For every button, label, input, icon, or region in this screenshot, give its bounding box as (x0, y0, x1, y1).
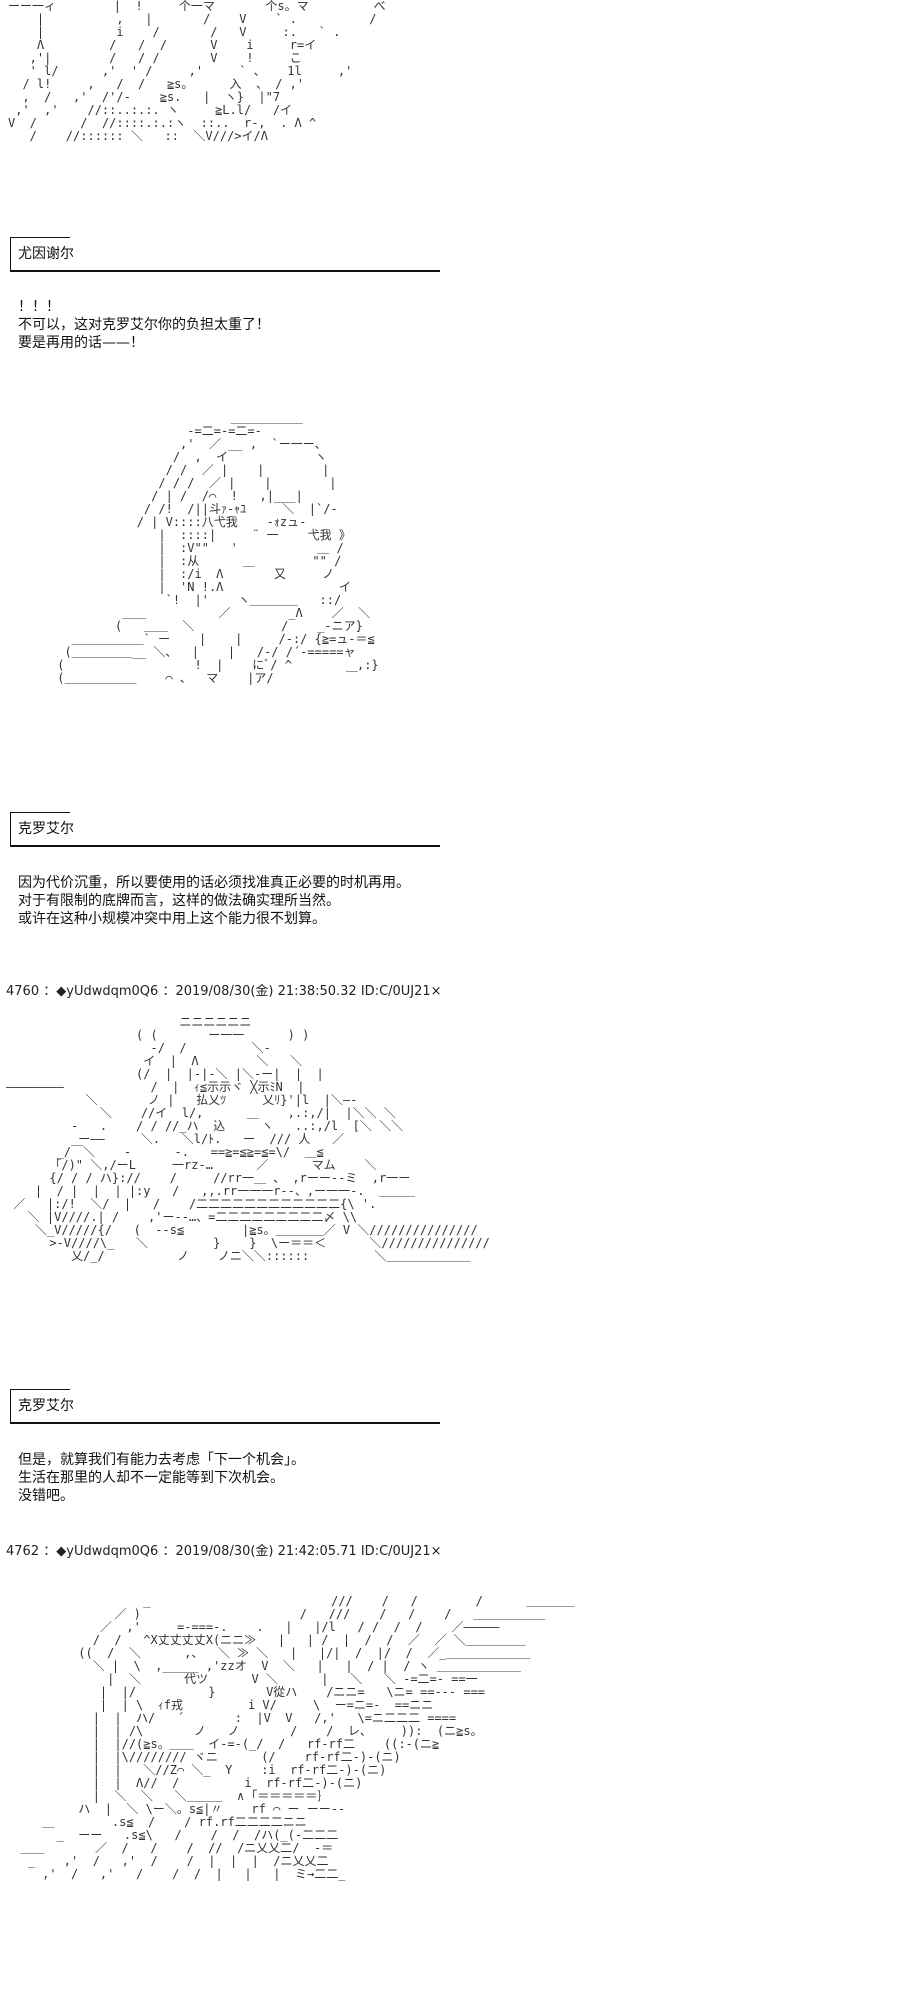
ascii-art-angel-scene: ニニニニニニ ( ( ー一一 ) ) -/ / ＼- イ | Λ ＼ ＼ (/ … (6, 1016, 490, 1263)
dialogue-line: 不可以，这对克罗艾尔你的负担太重了！ (18, 317, 270, 333)
dialogue-block: ！！！ 不可以，这对克罗艾尔你的负担太重了！ 要是再用的话——！ (18, 298, 270, 352)
speaker-name: 克罗艾尔 (18, 1398, 74, 1414)
post-number[interactable]: 4760 (6, 984, 40, 999)
speaker-name: 尤因谢尔 (18, 246, 74, 262)
dialogue-line: 没错吧。 (18, 1488, 74, 1504)
post-number[interactable]: 4762 (6, 1544, 40, 1559)
post-header: 4762 ：◆yUdwdqm0Q6 ：2019/08/30(金) 21:42:0… (6, 1544, 442, 1560)
post-separator: ： (43, 1544, 57, 1559)
post-id: ID:C/0UJ21× (360, 1544, 442, 1559)
dialogue-line: 对于有限制的底牌而言，这样的做法确实理所当然。 (18, 893, 340, 909)
speaker-box: 克罗艾尔 (10, 812, 440, 848)
ascii-art-character: ＿＿＿＿＿＿ -=二=-=二=- ,' ／ __ , `ー一ー、 / , イ ヽ… (57, 412, 379, 685)
ascii-art-top: ーー一ィ | ! 个一マ 个s。マ べ | , | / V ` . / | i … (8, 0, 386, 143)
dialogue-block: 因为代价沉重，所以要使用的话必须找准真正必要的时机再用。 对于有限制的底牌而言，… (18, 874, 410, 928)
post-id: ID:C/0UJ21× (360, 984, 442, 999)
post-separator: ： (43, 984, 57, 999)
ascii-art-winged-character: _ /// / / / ＿＿＿＿ ／ ) / /// / / / ＿＿＿＿＿＿ … (20, 1595, 575, 1881)
speaker-name: 克罗艾尔 (18, 821, 74, 837)
dialogue-line: 生活在那里的人却不一定能等到下次机会。 (18, 1470, 284, 1486)
post-tripcode: ◆yUdwdqm0Q6 (56, 984, 159, 999)
dialogue-line: 或许在这种小规模冲突中用上这个能力很不划算。 (18, 911, 326, 927)
dialogue-line: ！！！ (18, 299, 60, 315)
post-tripcode: ◆yUdwdqm0Q6 (56, 1544, 159, 1559)
dialogue-line: 因为代价沉重，所以要使用的话必须找准真正必要的时机再用。 (18, 875, 410, 891)
dialogue-block: 但是，就算我们有能力去考虑「下一个机会」。 生活在那里的人却不一定能等到下次机会… (18, 1451, 305, 1505)
post-header: 4760 ：◆yUdwdqm0Q6 ：2019/08/30(金) 21:38:5… (6, 984, 442, 1000)
dialogue-line: 但是，就算我们有能力去考虑「下一个机会」。 (18, 1452, 305, 1468)
post-date: ：2019/08/30(金) 21:38:50.32 (162, 984, 357, 999)
post-date: ：2019/08/30(金) 21:42:05.71 (162, 1544, 357, 1559)
speaker-box: 克罗艾尔 (10, 1389, 440, 1425)
speaker-box: 尤因谢尔 (10, 237, 440, 273)
dialogue-line: 要是再用的话——！ (18, 335, 144, 351)
